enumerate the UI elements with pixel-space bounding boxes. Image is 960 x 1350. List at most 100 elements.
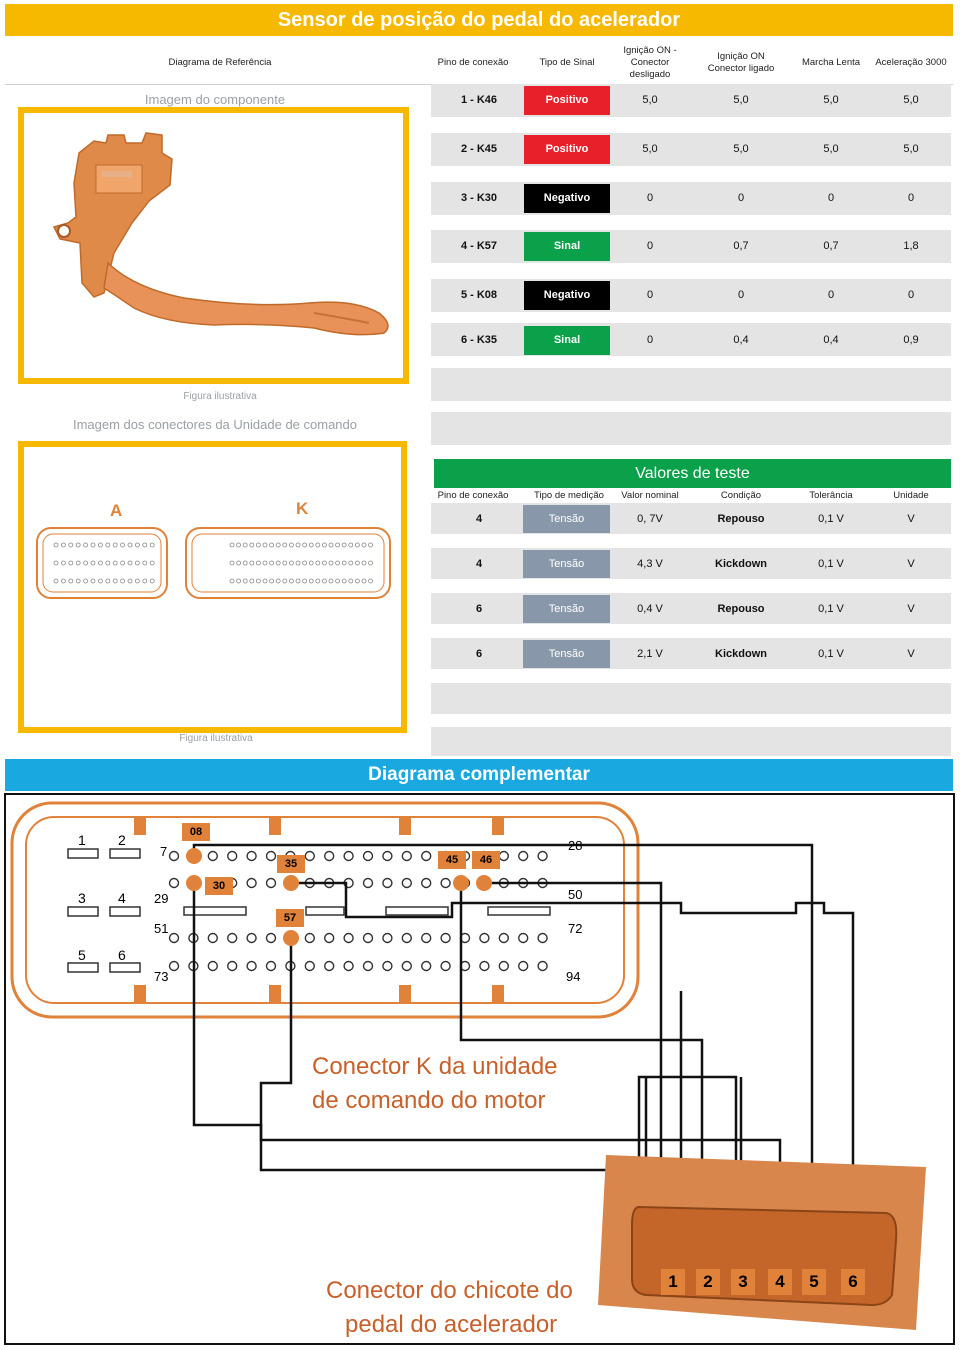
pin-hole: [288, 560, 294, 566]
pin-hole: [249, 542, 255, 548]
value-accel: 0: [907, 192, 915, 204]
pin-hole: [90, 578, 96, 584]
pedal-image: [52, 132, 389, 336]
pin-cell: 3 - K30: [460, 192, 498, 204]
ecu-label-29: 29: [154, 891, 169, 906]
pin-hole: [127, 542, 133, 548]
component-image-frame: [18, 107, 409, 384]
connectors-drawing: [36, 527, 391, 599]
harness-connector-label-line2: pedal do acelerador: [345, 1311, 558, 1338]
pin-hole: [168, 932, 180, 944]
pin-hole: [440, 960, 451, 972]
pin-hole: [265, 960, 277, 972]
ecu-label-1: 1: [78, 832, 86, 848]
pin-hole: [421, 932, 432, 944]
value-ign-off: 5,0: [642, 94, 658, 106]
header-accel: Aceleração 3000: [875, 57, 947, 68]
condition: Repouso: [717, 513, 765, 525]
nominal-value: 0,4 V: [637, 603, 663, 615]
pin-hole: [68, 542, 74, 548]
value-ign-off: 0: [646, 289, 654, 301]
value-accel: 1,8: [903, 240, 919, 252]
test-header-type: Tipo de medição: [534, 490, 604, 501]
value-accel: 5,0: [903, 94, 919, 106]
pin-hole: [401, 877, 412, 889]
pin-hole: [498, 960, 509, 972]
value-accel: 5,0: [903, 143, 919, 155]
pin-hole: [302, 578, 308, 584]
pin-hole: [255, 542, 261, 548]
pin-hole: [249, 560, 255, 566]
pin-hole: [362, 960, 374, 972]
value-ign-on: 0: [737, 289, 745, 301]
value-idle: 0: [827, 289, 835, 301]
pin-cell: 6 - K35: [460, 334, 498, 346]
pin-hole: [368, 542, 374, 548]
harness-pin-2: 2: [696, 1269, 720, 1295]
signal-badge: Positivo: [524, 86, 610, 115]
empty-row: [431, 683, 951, 714]
unit: V: [907, 513, 915, 525]
pin-hole: [149, 578, 155, 584]
pin-hole: [229, 542, 235, 548]
pin-hole: [149, 542, 155, 548]
tolerance: 0,1 V: [818, 513, 844, 525]
pin-hole: [518, 932, 529, 944]
pin-hole: [112, 578, 118, 584]
pin-hole: [324, 960, 335, 972]
test-values-title: Valores de teste: [434, 459, 951, 488]
pin-hole: [68, 560, 74, 566]
connector-k-label: K: [296, 499, 309, 518]
measurement-type: Tensão: [523, 505, 610, 533]
ecu-pin-57: 57: [276, 909, 304, 927]
pin-hole: [120, 560, 125, 566]
value-ign-on: 5,0: [733, 143, 749, 155]
test-pin: 6: [475, 648, 483, 660]
measurement-type: Tensão: [523, 550, 610, 578]
signal-badge: Negativo: [524, 281, 610, 310]
pin-hole: [440, 877, 451, 889]
pin-hole: [421, 850, 432, 862]
ecu-connector-label-line1: Conector K da unidade: [312, 1053, 558, 1080]
pin-hole: [90, 542, 96, 548]
ecu-label-50: 50: [568, 887, 583, 902]
pin-cell: 4 - K57: [460, 240, 498, 252]
pin-hole: [328, 560, 334, 566]
pin-hole: [341, 578, 347, 584]
empty-row: [431, 412, 951, 445]
table-row: [431, 279, 951, 312]
ecu-pin-45: 45: [438, 851, 466, 869]
pin-hole: [324, 932, 335, 944]
pin-hole: [421, 960, 432, 972]
unit: V: [907, 558, 915, 570]
pin-hole: [362, 850, 374, 862]
condition: Kickdown: [715, 558, 767, 570]
empty-row: [431, 368, 951, 401]
pin-hole: [75, 542, 81, 548]
measurement-type: Tensão: [523, 595, 610, 623]
pin-hole: [382, 877, 393, 889]
pin-hole: [229, 578, 235, 584]
pin-hole: [440, 932, 451, 944]
ecu-pin-08: 08: [182, 823, 210, 841]
pin-hole: [226, 932, 238, 944]
pin-hole: [479, 960, 490, 972]
condition: Repouso: [717, 603, 765, 615]
test-header-unit: Unidade: [893, 490, 929, 501]
signal-badge: Positivo: [524, 135, 610, 164]
signal-badge: Sinal: [524, 232, 610, 261]
tolerance: 0,1 V: [818, 558, 844, 570]
pin-hole: [498, 932, 509, 944]
pin-hole: [265, 850, 277, 862]
ecu-pin-46: 46: [472, 851, 500, 869]
pin-hole: [361, 578, 367, 584]
pin-hole: [288, 542, 294, 548]
test-row: [431, 503, 951, 534]
pin-hole: [90, 560, 96, 566]
pin-hole: [282, 578, 288, 584]
pin-hole: [262, 560, 268, 566]
value-ign-off: 0: [646, 334, 654, 346]
value-idle: 5,0: [823, 143, 839, 155]
value-ign-on: 0: [737, 192, 745, 204]
pin-hole: [295, 578, 301, 584]
